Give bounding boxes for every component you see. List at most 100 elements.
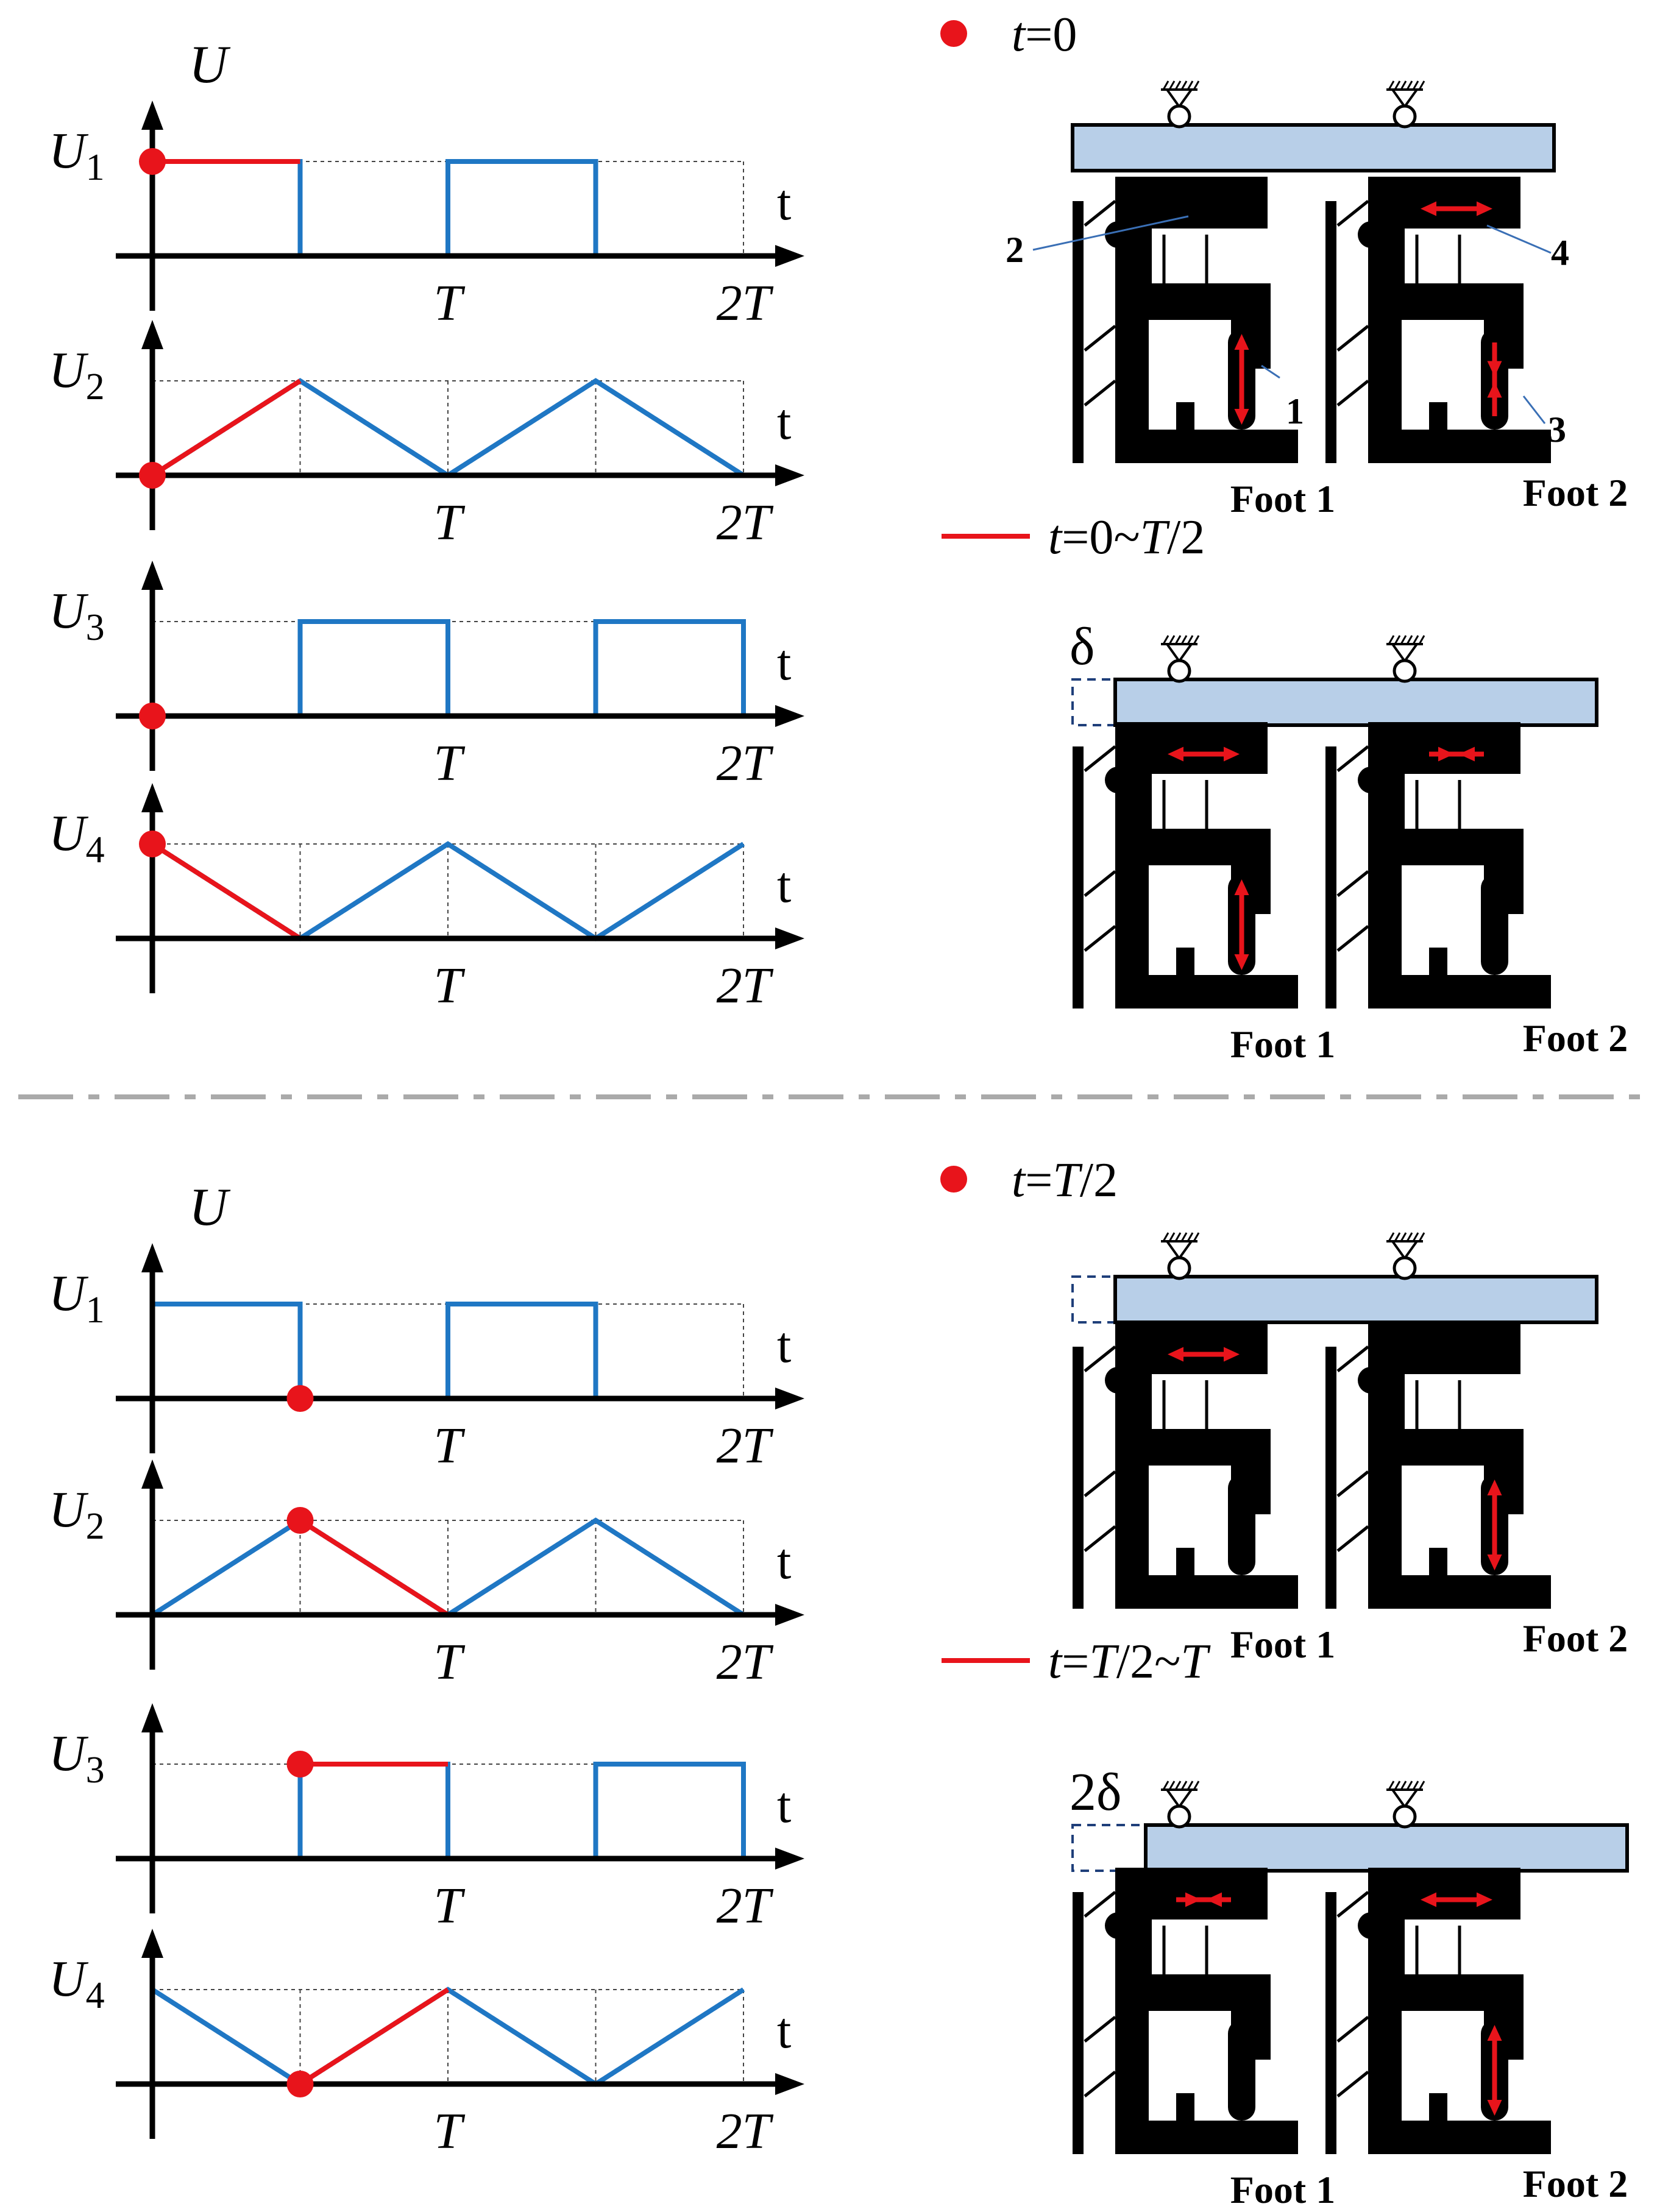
ground-hatch [1187,80,1194,90]
tick-label-T: T [434,735,466,792]
piezo-arrowhead [1185,1892,1201,1907]
foot-hinge [1358,1367,1385,1394]
flexure-line [1084,325,1116,352]
legend-dot-label: t=T/2 [1012,1154,1118,1207]
waveform-line [152,619,746,718]
ground-hatch [1162,80,1169,90]
tick-label-T: T [434,1877,466,1934]
flexure-line [1336,745,1369,772]
foot-middle-beam [1368,829,1524,865]
callout-leader [1522,395,1546,424]
foot-middle-beam [1115,1974,1271,2011]
foot-screw [1176,1548,1194,1578]
callout-1: 1 [1286,391,1304,431]
time-axis-label: t [777,1533,791,1590]
flexure-line [1084,1891,1116,1918]
roller-circle [1167,104,1191,129]
piezo-arrowhead [1224,746,1240,762]
ground-hatch [1174,80,1182,90]
ground-hatch [1187,1781,1194,1790]
legend-line-label: t=0~T/2 [1048,511,1205,564]
voltage-label: U4 [49,805,105,871]
time-marker-dot [139,831,166,857]
flexure-line [1084,380,1116,406]
foot-screw [1429,1548,1447,1578]
piezo-arrowhead [1168,746,1183,762]
time-axis-arrowhead [775,2073,804,2095]
platform-origin-outline [1071,1275,1116,1324]
piezo-vertical [1228,2020,1255,2121]
foot-middle-beam [1368,1974,1524,2011]
roller-circle [1392,1804,1417,1829]
tick-label-2T: 2T [717,957,774,1014]
tick-label-T: T [434,494,466,551]
piezo-arrowhead [1438,746,1454,762]
voltage-label: U2 [49,342,105,408]
ground-hatch [1388,80,1395,90]
voltage-axis-arrowhead [141,101,163,130]
roller-circle [1167,1256,1191,1280]
time-axis-arrowhead [775,705,804,727]
tick-label-T: T [434,1634,466,1690]
piezo-arrowhead [1477,1892,1492,1907]
tick-label-2T: 2T [717,1417,774,1474]
ground-hatch [1418,1781,1425,1790]
roller-link [1391,88,1406,108]
ground-hatch [1394,1232,1401,1242]
time-axis-label: t [777,174,791,231]
tick-label-T: T [434,2103,466,2160]
ground-hatch [1388,1232,1395,1242]
foot-screw [1176,402,1194,433]
platform-origin-outline [1071,1824,1147,1872]
ground-hatch [1406,1232,1413,1242]
moving-platform [1113,1275,1598,1324]
foot-side-plate [1073,201,1084,463]
ground-hatch [1400,635,1407,645]
ground-hatch [1193,80,1200,90]
foot-middle-beam [1368,283,1524,320]
piezo-arrowhead [1487,381,1502,398]
tick-label-2T: 2T [717,275,774,331]
foot-base [1368,975,1551,1009]
flexure-line [1336,2071,1369,2097]
axis-title-U: U [189,1178,231,1237]
piezo-arrowhead [1487,361,1502,377]
ground-hatch [1168,635,1176,645]
piezo-arrowhead [1206,1892,1222,1907]
piezo-arrowhead [1234,954,1249,970]
foot-2-label: Foot 2 [1523,1617,1628,1660]
piezo-arrowhead [1224,1347,1240,1362]
foot-side-plate [1325,746,1336,1009]
moving-platform [1113,678,1598,727]
flexure-line [1084,1345,1116,1372]
ground-hatch [1400,1232,1407,1242]
ground-hatch [1406,1781,1413,1790]
tick-label-2T: 2T [717,1877,774,1934]
flexure-line [1084,745,1116,772]
roller-link [1403,1240,1418,1260]
ground-hatch [1412,635,1419,645]
voltage-label: U3 [49,583,105,648]
flexure-line [1084,1525,1116,1552]
flexure-line [1336,925,1369,952]
foot-hinge [1105,221,1132,248]
ground-hatch [1394,1781,1401,1790]
ground-hatch [1412,1781,1419,1790]
foot-side-plate [1325,201,1336,463]
callout-2: 2 [1006,230,1024,270]
roller-circle [1392,1256,1417,1280]
piezo-arrowhead [1487,1480,1502,1495]
waveform-line [152,1762,746,1861]
foot-2-label: Foot 2 [1523,1016,1628,1060]
time-axis-arrowhead [775,1848,804,1870]
ground-hatch [1168,80,1176,90]
waveform-line [152,1302,743,1401]
foot-base [1368,430,1551,463]
tick-label-2T: 2T [717,735,774,792]
